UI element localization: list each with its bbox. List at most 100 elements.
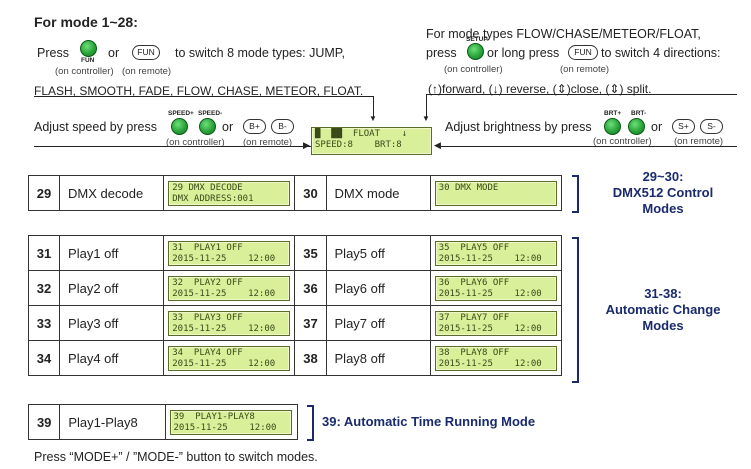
- bracket: [572, 175, 579, 213]
- lcd-line: 2015-11-25 12:00: [438, 324, 542, 334]
- press-label: Press: [37, 46, 69, 60]
- lcd-line: 37 PLAY7 OFF: [438, 313, 510, 323]
- connector-line: [440, 146, 737, 147]
- brightness-text: Adjust brightness by press: [445, 120, 592, 134]
- footer-instruction: Press “MODE+” / ”MODE-” button to switch…: [34, 450, 318, 464]
- lcd-line: 39 PLAY1-PLAY8: [173, 412, 255, 422]
- play-note: 31-38: Automatic Change Modes: [588, 286, 738, 334]
- lcd-line: 2015-11-25 12:00: [172, 359, 276, 369]
- mode-name: Play2 off: [59, 270, 165, 306]
- on-remote-note-right: (on remote): [560, 64, 610, 75]
- or-label: or: [108, 46, 120, 60]
- mode-number: 34: [27, 340, 61, 376]
- mode-number: 38: [294, 340, 327, 376]
- note-line: DMX512 Control: [612, 185, 714, 200]
- mode-number: 36: [294, 270, 327, 306]
- mode-number: 39: [27, 404, 61, 440]
- on-remote-note: (on remote): [674, 136, 724, 147]
- lcd-line: 36 PLAY6 OFF: [438, 278, 510, 288]
- mode-name: Play5 off: [325, 235, 431, 271]
- lcd-line: SPEED:8 BRT:8: [315, 140, 402, 150]
- mode-name: Play1-Play8: [59, 404, 166, 440]
- lcd-line: 2015-11-25 12:00: [172, 289, 276, 299]
- or-label: or: [222, 120, 234, 134]
- fun-button-label: FUN: [81, 57, 95, 64]
- mode-number: 31: [27, 235, 61, 271]
- or-label: or: [651, 120, 663, 134]
- mode-name: Play3 off: [59, 305, 165, 341]
- mode-name: Play8 off: [325, 340, 431, 376]
- speed-plus-button[interactable]: [171, 118, 188, 135]
- note-line: Modes: [642, 318, 684, 333]
- fun-remote-button-right[interactable]: FUN: [568, 45, 598, 60]
- lcd-line: 2015-11-25 12:00: [438, 289, 542, 299]
- on-controller-note-right: (on controller): [444, 64, 503, 75]
- note-line: 31-38:: [644, 286, 682, 301]
- s-plus-button[interactable]: S+: [672, 119, 695, 134]
- lcd-line: 31 PLAY1 OFF: [172, 243, 243, 253]
- dmx-note: 29~30: DMX512 Control Modes: [588, 169, 738, 217]
- on-controller-note: (on controller): [166, 137, 225, 148]
- lcd-line: 2015-11-25 12:00: [172, 254, 276, 264]
- bracket: [307, 405, 314, 441]
- connector-line: [34, 146, 312, 147]
- mode-number: 37: [294, 305, 327, 341]
- center-lcd-display: █ ██ FLOAT ↓SPEED:8 BRT:8: [311, 127, 432, 155]
- bracket: [572, 237, 579, 383]
- connector-line: [34, 96, 373, 97]
- switch-directions-text: to switch 4 directions:: [601, 46, 721, 60]
- mode-number: 33: [27, 305, 61, 341]
- b-minus-button[interactable]: B-: [271, 119, 294, 134]
- auto-time-note: 39: Automatic Time Running Mode: [322, 414, 536, 429]
- arrow-right-icon: ▶: [303, 140, 310, 150]
- connector-line: [426, 94, 427, 119]
- mode-name: Play6 off: [325, 270, 431, 306]
- setup-button[interactable]: [467, 43, 484, 60]
- mode-number: 32: [27, 270, 61, 306]
- brt-minus-button[interactable]: [628, 118, 645, 135]
- on-controller-note: (on controller): [593, 136, 652, 147]
- speed-text: Adjust speed by press: [34, 120, 157, 134]
- mode-name: DMX mode: [325, 175, 431, 211]
- on-remote-note: (on remote): [122, 66, 172, 77]
- lcd-line: DMX ADDRESS:001: [172, 194, 254, 204]
- note-line: Modes: [642, 201, 684, 216]
- lcd-line: 30 DMX MODE: [438, 183, 499, 193]
- lcd-line: 32 PLAY2 OFF: [172, 278, 243, 288]
- lcd-line: 38 PLAY8 OFF: [438, 348, 510, 358]
- fun-button[interactable]: [80, 40, 97, 57]
- lcd-line: 33 PLAY3 OFF: [172, 313, 243, 323]
- b-plus-button[interactable]: B+: [243, 119, 266, 134]
- arrow-down-icon: ▼: [369, 114, 377, 123]
- lcd-display: 30 DMX MODE: [434, 181, 557, 206]
- speed-minus-button[interactable]: [199, 118, 216, 135]
- arrow-down-icon: ▼: [422, 114, 430, 123]
- fun-remote-button[interactable]: FUN: [132, 45, 160, 60]
- brt-plus-label: BRT+: [604, 110, 622, 117]
- s-minus-button[interactable]: S-: [700, 119, 723, 134]
- direction-intro: For mode types FLOW/CHASE/METEOR/FLOAT,: [426, 27, 701, 41]
- brt-plus-button[interactable]: [604, 118, 621, 135]
